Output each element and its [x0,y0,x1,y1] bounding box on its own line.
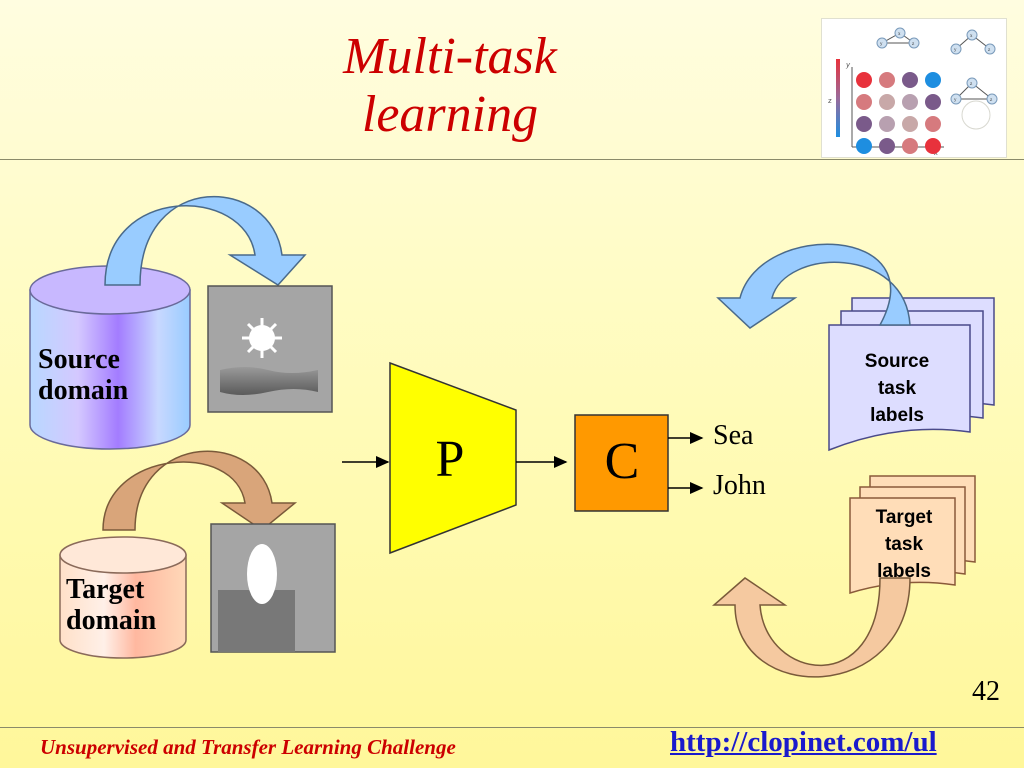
node-label: y [954,98,957,103]
grid-dot [902,72,918,88]
source-domain-label: Source domain [38,344,129,406]
grid-dot [925,138,941,154]
source-image-sun-sea [207,285,333,413]
node-label: y [954,48,957,53]
target-image-figure [210,523,336,653]
grid-dot [856,94,872,110]
node-label: y [880,42,883,47]
node-label: z [990,98,993,103]
source-task-curved-arrow [716,243,911,329]
source-curved-arrow [104,195,307,286]
grid-dot [856,116,872,132]
predictor-label: P [435,431,465,488]
target-domain-label: Target domain [66,574,157,636]
graph-sketch-right: y z z [950,77,998,130]
classifier-block [574,414,669,512]
grid-dot [902,138,918,154]
classifier-label: C [604,433,640,490]
node-label: z [988,48,991,53]
y-axis-label: y [845,61,851,69]
footer-link[interactable]: http://clopinet.com/ul [670,726,937,758]
node-label: z [912,42,915,47]
node-label: x [898,32,901,37]
slide-title: Multi-task learning [343,28,557,143]
grid-dot [902,116,918,132]
thumbnail-chart: z y x y x z y x z [828,27,998,157]
footer-divider [0,727,1024,728]
thumbnail-figure: z y x y x z y x z [821,18,1007,158]
target-curved-arrow [102,450,298,531]
grid-dot [879,94,895,110]
grid-dot [879,72,895,88]
target-task-curved-arrow [711,577,911,678]
grid-dot [879,116,895,132]
grid-dot [879,138,895,154]
output-john: John [713,470,766,501]
output-sea: Sea [713,420,754,451]
grid-dot [925,116,941,132]
footer-title: Unsupervised and Transfer Learning Chall… [40,735,456,759]
page-number: 42 [972,676,1000,707]
target-task-labels-text: Target task labels [875,507,933,582]
z-axis-label: z [828,97,832,105]
grid-dot [925,94,941,110]
graph-sketch-top-left: y x z [876,27,920,49]
grid-dot [902,94,918,110]
graph-sketch-top-right: y x z [950,29,996,55]
node-label: x [970,34,973,39]
grid-dot [925,72,941,88]
z-color-bar [836,59,840,137]
node-label: z [970,82,973,87]
dot-grid [856,72,941,154]
target-task-labels-stack [849,475,976,595]
source-task-labels-text: Source task labels [864,351,930,426]
title-divider [0,159,1024,160]
grid-dot [856,138,872,154]
source-domain-database [29,265,191,450]
target-domain-database [59,536,187,659]
source-task-labels-stack [828,297,995,452]
grid-dot [856,72,872,88]
sea-waves [220,367,318,395]
predictor-block [389,361,517,555]
